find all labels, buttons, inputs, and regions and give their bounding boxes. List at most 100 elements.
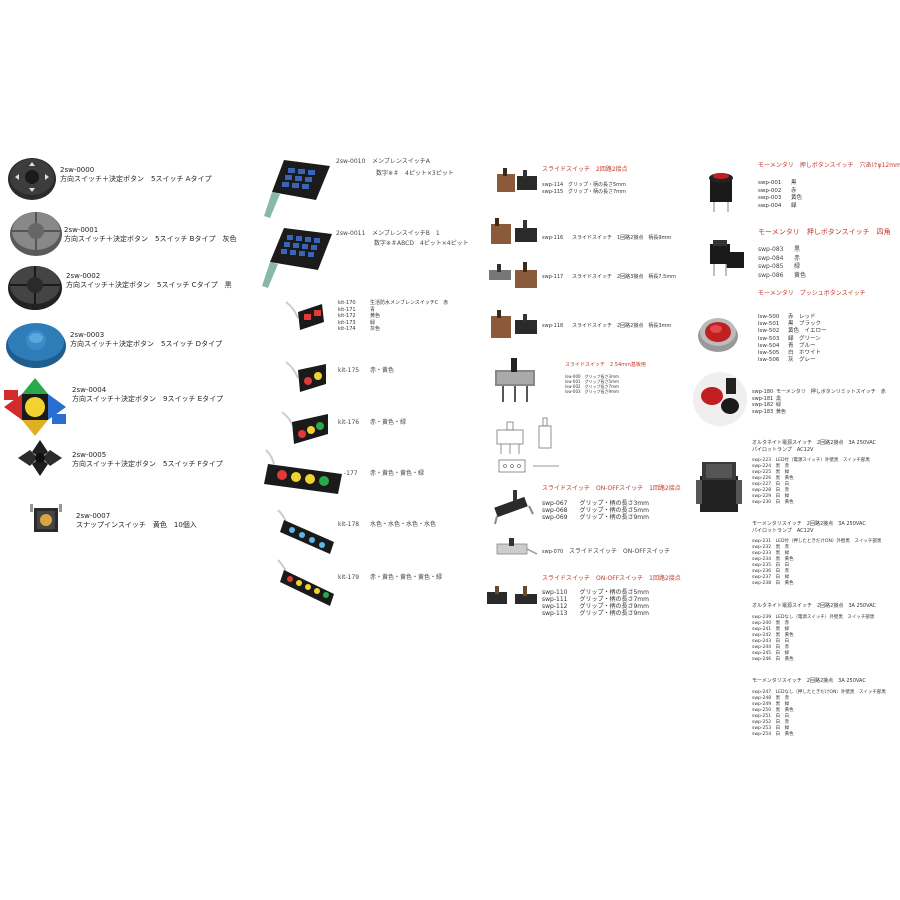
- kit170-codes: kit-170 kit-171 kit-172 kit-173 kit-174: [338, 300, 356, 333]
- item-code: swp-231: [752, 539, 772, 544]
- list-item: swp-242 黒 黄色: [752, 633, 874, 639]
- item-code: swp-232: [752, 545, 772, 550]
- item-code: swp-180: [752, 389, 774, 395]
- item-code: lsw-502: [758, 328, 780, 335]
- item-name: 白 白: [775, 714, 790, 719]
- item-code: lsw-505: [758, 350, 780, 357]
- list-item: swp-232 黒 赤: [752, 545, 881, 551]
- block1-list: swp-223 LED付（電源スイッチ）外壁黒 スイッチ部黒 swp-224 黒…: [752, 458, 870, 506]
- item-code: swp-068: [542, 507, 568, 514]
- item-code: swp-250: [752, 708, 772, 713]
- item-name: 方向スイッチ＋決定ボタン 5スイッチ Bタイプ 灰色: [64, 235, 237, 243]
- dpad-c-black-image: [8, 266, 62, 310]
- item-name: 青 ブルー: [788, 342, 816, 349]
- item-name: 赤・黄色・黄色・緑: [370, 470, 425, 477]
- item-code: 2sw-0007: [76, 512, 111, 520]
- item-name: 黄色 イエロー: [788, 328, 827, 335]
- item-desc: 数字※＃ 4ピット×3ピット: [376, 170, 454, 177]
- item-code: swp-229: [752, 494, 772, 499]
- item-name: グリップ・柄の長さ3mm: [579, 500, 649, 507]
- list-item: swp-233 黒 緑: [752, 551, 881, 557]
- item-code: swp-002: [758, 187, 782, 194]
- item-code: swp-114: [542, 182, 564, 188]
- item-code: swp-251: [752, 714, 772, 719]
- item-code: lsw-002: [565, 384, 581, 389]
- list-item: swp-248 黒 赤: [752, 696, 886, 702]
- swp083-codes: swp-083 swp-084 swp-085 swp-086: [758, 246, 783, 280]
- item-code: swp-223: [752, 458, 772, 463]
- item-code: swp-225: [752, 470, 772, 475]
- item-name: 黒 黄色: [775, 557, 794, 562]
- swp001-codes: swp-001 swp-002 swp-003 swp-004: [758, 180, 781, 210]
- item-code: swp-237: [752, 575, 772, 580]
- list-item: swp-227 白 白: [752, 482, 870, 488]
- item-code: swp-254: [752, 732, 772, 737]
- item-name: モーメンタリ 押しボタンリミットスイッチ 赤: [776, 389, 886, 395]
- item-code: swp-241: [752, 627, 772, 632]
- list-item: swp-246 白 黄色: [752, 657, 874, 663]
- item-name: スライドスイッチ ON-OFFスイッチ: [569, 548, 671, 555]
- item-code: swp-001: [758, 180, 782, 186]
- item-code: swp-084: [758, 254, 784, 262]
- membrane-keypad-3x4-image: [264, 160, 330, 218]
- item-name: グリップ・柄の長さ7mm: [568, 189, 626, 195]
- item-code: swp-182: [752, 402, 774, 408]
- item-name: 黄色: [776, 408, 787, 415]
- block1-sub: パイロットランプ AC12V: [752, 447, 814, 453]
- kit170-names: 生活防水メンブレンスイッチC 赤 青 黄色 緑 灰色: [370, 300, 448, 333]
- section-title: スライドスイッチ ON-OFFスイッチ 1回路2接点: [542, 575, 681, 582]
- list-item: swp-234 黒 黄色: [752, 557, 881, 563]
- list-item: swp-229 白 緑: [752, 494, 870, 500]
- item-code: 2sw-0003: [70, 331, 105, 339]
- pcb-slide-switch-image: [495, 358, 535, 402]
- item-code: swp-083: [758, 246, 784, 253]
- membrane-4key-image: [264, 449, 342, 494]
- item-name: メンブレンスイッチA: [372, 158, 430, 165]
- item-code: 2sw-0002: [66, 272, 101, 280]
- kit-name: 生活防水メンブレンスイッチC 赤: [370, 300, 449, 306]
- item-name: 黄色: [791, 195, 803, 201]
- item-name: スライドスイッチ 2回路3接点 柄長7.5mm: [572, 274, 677, 280]
- list-item: swp-111 グリップ・柄の長さ7mm: [542, 596, 649, 603]
- snap-in-switch-image: [30, 504, 62, 532]
- item-code: -177: [344, 470, 358, 477]
- item-code: swp-242: [752, 633, 772, 638]
- block2-list: swp-231 LED付（押したときだけON）外壁黒 スイッチ部黒 swp-23…: [752, 539, 881, 587]
- list-item: swp-228 白 赤: [752, 488, 870, 494]
- item-name: 白 赤: [775, 720, 790, 725]
- item-code: swp-111: [542, 596, 568, 603]
- item-name: グリップ長さ7mm: [584, 384, 619, 389]
- item-code: 2sw-0000: [60, 166, 95, 174]
- item-name: グリップ・柄の長さ7mm: [579, 596, 649, 603]
- small-item: lsw-000 グリップ長さ3mm: [565, 374, 619, 379]
- list-item: swp-224 黒 赤: [752, 464, 870, 470]
- item-code: swp-181: [752, 395, 774, 402]
- item-code: swp-113: [542, 610, 568, 617]
- item-code: swp-235: [752, 563, 772, 568]
- item-code: kit-178: [338, 521, 360, 528]
- item-name: 赤: [794, 254, 801, 262]
- item-code: swp-112: [542, 603, 568, 610]
- item-name: 赤・黄色・黄色・黄色・緑: [370, 574, 443, 581]
- list-item: swp-243 白 白: [752, 639, 874, 645]
- item-code: swp-004: [758, 202, 782, 209]
- list-item: swp-110 グリップ・柄の長さ5mm: [542, 589, 649, 596]
- item-name: 白 緑: [775, 726, 790, 731]
- item-code: swp-117: [542, 274, 564, 280]
- item-name: 黒 赤: [775, 464, 790, 469]
- item-code: swp-248: [752, 696, 772, 701]
- item-name: 白 白: [775, 563, 790, 568]
- list-item: swp-241 黒 緑: [752, 627, 874, 633]
- list-item: swp-240 黒 赤: [752, 621, 874, 627]
- list-item: swp-238 白 黄色: [752, 581, 881, 587]
- item-name: 白 緑: [775, 494, 790, 499]
- item-name: 緑: [794, 263, 801, 270]
- item-name: 白 赤: [775, 569, 790, 574]
- item-code: swp-067: [542, 500, 568, 507]
- swp180-names: モーメンタリ 押しボタンリミットスイッチ 赤 黒 緑 黄色: [776, 389, 886, 415]
- item-code: lsw-503: [758, 335, 780, 342]
- item-code: swp-086: [758, 271, 784, 279]
- item-code: swp-244: [752, 645, 772, 650]
- membrane-4key-blue-image: [277, 509, 334, 554]
- column-1: 2sw-0000 方向スイッチ＋決定ボタン 5スイッチ Aタイプ 2sw-000…: [0, 0, 240, 900]
